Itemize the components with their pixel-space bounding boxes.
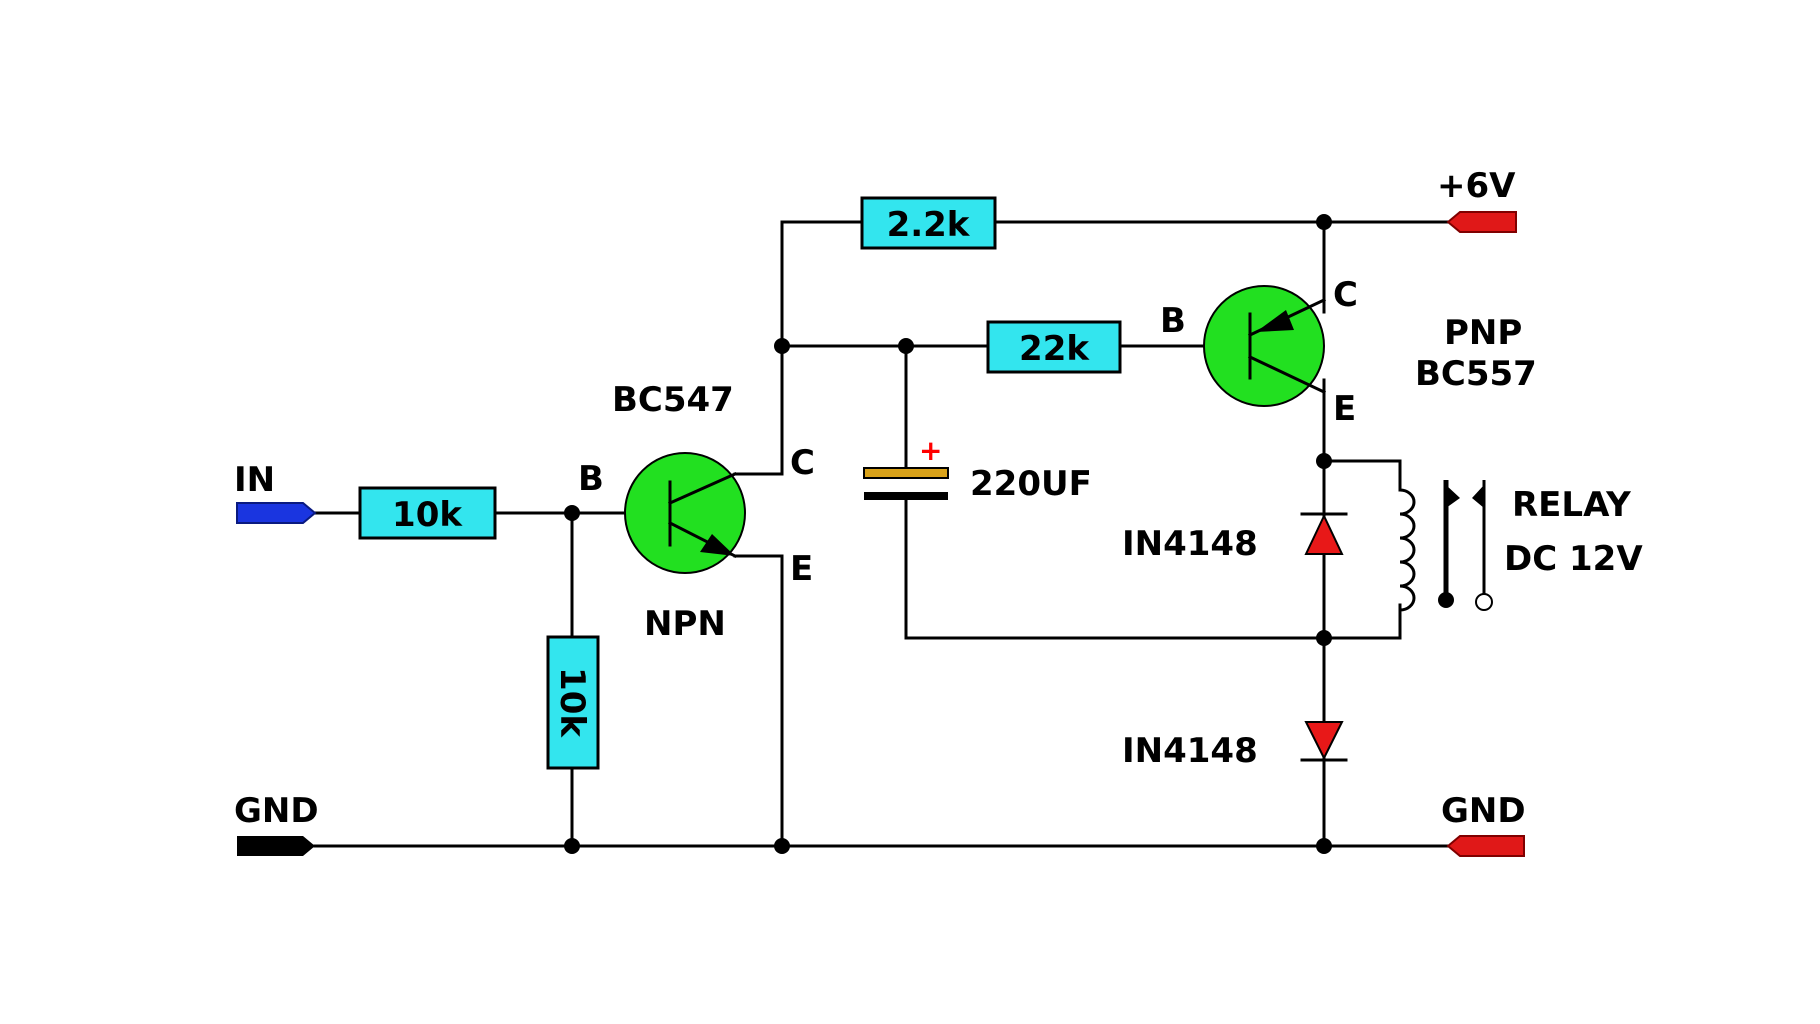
capacitor-value: 220UF	[970, 464, 1092, 504]
terminal-gnd-right-label: GND	[1441, 791, 1526, 831]
diode-1: IN4148	[1122, 512, 1348, 564]
npn-transistor: BC547 NPN B C E	[578, 380, 815, 644]
terminal-gnd-right: GND	[1441, 791, 1526, 857]
terminal-in: IN	[234, 460, 317, 524]
resistor-2-2k-value: 2.2k	[887, 205, 971, 245]
pnp-part-label: BC557	[1415, 354, 1537, 394]
npn-type-label: NPN	[644, 604, 726, 644]
capacitor-positive-plate	[863, 467, 949, 479]
npn-part-label: BC547	[612, 380, 734, 420]
relay-label-line2: DC 12V	[1504, 539, 1643, 579]
npn-pin-b: B	[578, 459, 604, 499]
resistor-pulldown: 10k	[546, 635, 600, 770]
pnp-pin-c: C	[1333, 275, 1358, 315]
terminal-6v-label: +6V	[1437, 166, 1516, 206]
resistor-22k-value: 22k	[1019, 329, 1090, 369]
npn-pin-c: C	[790, 443, 815, 483]
pnp-pin-e: E	[1333, 389, 1356, 429]
pnp-pin-b: B	[1160, 301, 1186, 341]
junctions	[564, 214, 1332, 854]
terminal-gnd-left: GND	[234, 791, 319, 856]
pnp-emitter-arrow	[1256, 310, 1294, 332]
terminal-in-label: IN	[234, 460, 275, 500]
pnp-transistor: PNP BC557 B C E	[1160, 275, 1537, 429]
capacitor-polarity: +	[919, 434, 942, 467]
relay-contact-open	[1475, 593, 1493, 611]
terminal-6v: +6V	[1437, 166, 1517, 233]
npn-emitter-arrow	[700, 534, 735, 556]
resistor-2-2k: 2.2k	[860, 196, 997, 250]
capacitor-negative-plate	[864, 492, 948, 500]
diode-2: IN4148	[1122, 721, 1348, 771]
relay-contact-arrow	[1446, 485, 1460, 508]
npn-pin-e: E	[790, 549, 813, 589]
diode-2-label: IN4148	[1122, 731, 1258, 771]
resistor-22k: 22k	[986, 320, 1122, 374]
relay-label-line1: RELAY	[1512, 485, 1631, 525]
resistor-input: 10k	[358, 486, 497, 540]
resistor-pulldown-value: 10k	[552, 667, 592, 738]
relay-coil-icon	[1398, 488, 1416, 612]
relay-contact-closed	[1438, 592, 1454, 608]
resistor-input-value: 10k	[392, 495, 463, 535]
relay: RELAY DC 12V	[1398, 480, 1643, 612]
capacitor: + 220UF	[863, 434, 1092, 504]
wires	[313, 220, 1450, 848]
terminal-gnd-left-label: GND	[234, 791, 319, 831]
diode-1-label: IN4148	[1122, 524, 1258, 564]
pnp-type-label: PNP	[1444, 313, 1522, 353]
